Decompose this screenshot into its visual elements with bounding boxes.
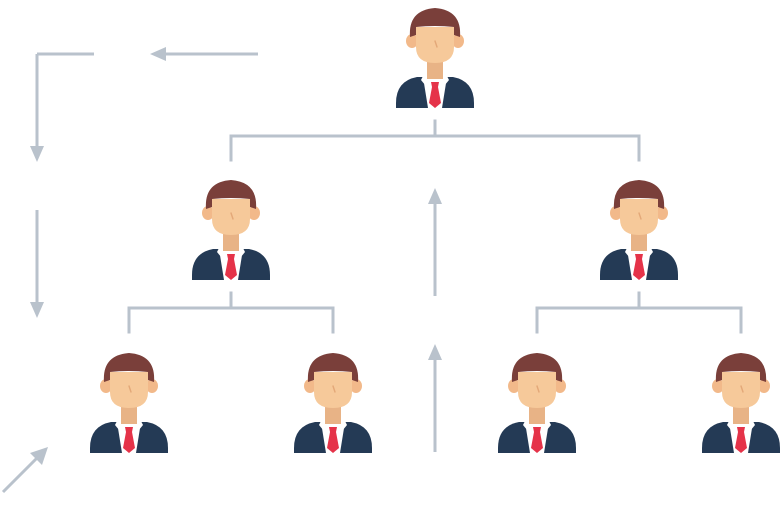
businessman-icon (497, 352, 577, 454)
businessman-icon (701, 352, 780, 454)
arrow-left-down (30, 210, 44, 318)
businessman-icon (395, 7, 475, 109)
arrow-diagonal-up-right (1, 447, 48, 494)
arrow-corner-down (30, 52, 94, 162)
arrow-center-up-upper (428, 188, 442, 296)
arrow-top-left (150, 47, 258, 61)
businessman-icon (191, 179, 271, 281)
businessman-icon (293, 352, 373, 454)
businessman-icon (89, 352, 169, 454)
connector-lines (127, 119, 743, 334)
businessman-icon (599, 179, 679, 281)
arrow-center-up-lower (428, 344, 442, 452)
